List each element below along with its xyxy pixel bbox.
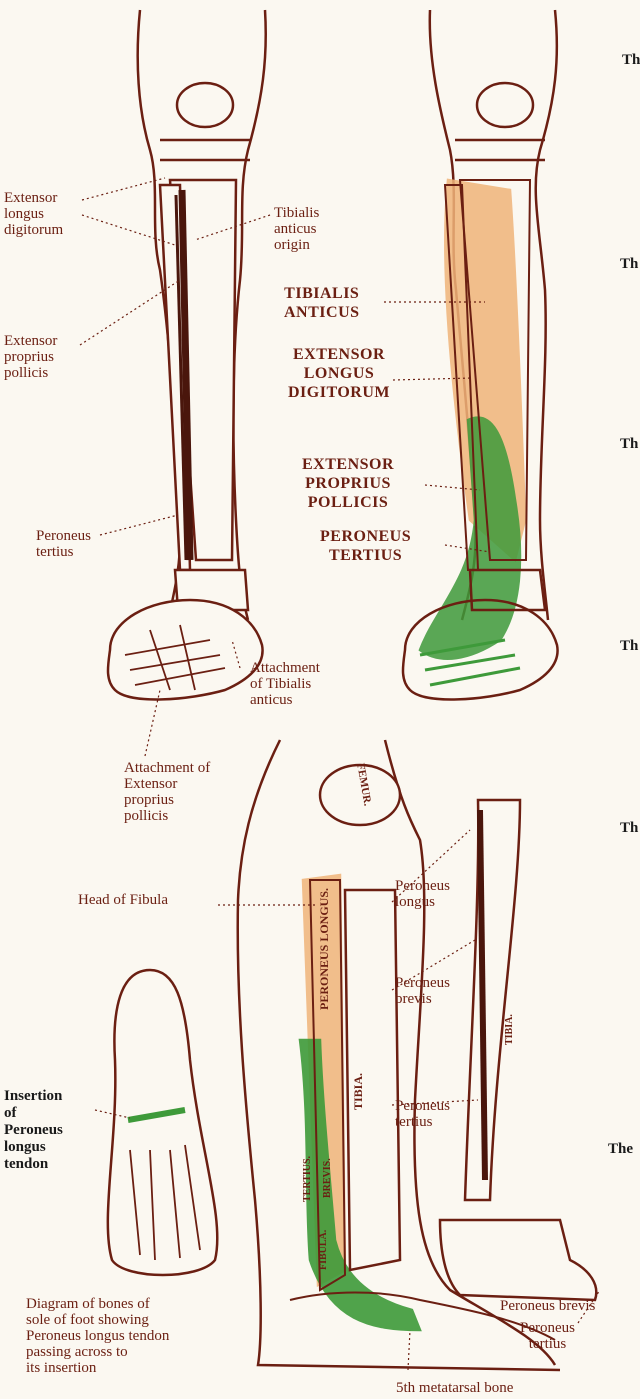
label-tertius-vertical: TERTIUS. <box>300 1156 316 1202</box>
margin-text-5: Th <box>620 820 638 837</box>
label-extensor-longus-digitorum-caps: EXTENSOR LONGUS DIGITORUM <box>288 345 390 402</box>
label-tibialis-anticus-caps: TIBIALIS ANTICUS <box>284 284 360 322</box>
margin-text-6: The <box>608 1141 633 1158</box>
label-peroneus-brevis: Peroneus brevis <box>395 975 450 1007</box>
label-extensor-longus-digitorum: Extensor longus digitorum <box>4 190 63 238</box>
margin-text-3: Th <box>620 436 638 453</box>
label-peroneus-brevis-bottom: Peroneus brevis <box>500 1298 595 1314</box>
label-attachment-extensor-proprius: Attachment of Extensor proprius pollicis <box>124 760 210 824</box>
leg-posterior-view <box>440 800 596 1300</box>
margin-text-2: Th <box>620 256 638 273</box>
margin-text-1: Th <box>622 52 640 69</box>
diagram-caption: Diagram of bones of sole of foot showing… <box>26 1296 169 1376</box>
label-head-of-fibula: Head of Fibula <box>78 892 168 908</box>
label-extensor-proprius-pollicis-caps: EXTENSOR PROPRIUS POLLICIS <box>302 455 394 512</box>
label-insertion-peroneus-longus: Insertion of Peroneus longus tendon <box>4 1088 63 1173</box>
margin-text-4: Th <box>620 638 638 655</box>
label-peroneus-tertius-caps: PERONEUS TERTIUS <box>320 527 411 565</box>
label-tibia-middle: TIBIA. <box>350 1073 366 1110</box>
label-brevis-vertical: BREVIS. <box>320 1158 336 1198</box>
label-tibialis-anticus-origin: Tibialis anticus origin <box>274 205 319 253</box>
label-peroneus-tertius: Peroneus tertius <box>36 528 91 560</box>
label-tibia-right: TIBIA. <box>502 1014 518 1045</box>
label-extensor-proprius-pollicis: Extensor proprius pollicis <box>4 333 57 381</box>
label-fifth-metatarsal: 5th metatarsal bone <box>396 1380 513 1396</box>
label-peroneus-longus: Peroneus longus <box>395 878 450 910</box>
right-leg-front-view <box>403 10 558 699</box>
label-attachment-tibialis-anticus: Attachment of Tibialis anticus <box>250 660 320 708</box>
foot-sole-diagram <box>108 970 217 1275</box>
left-leg-front-view <box>108 10 266 699</box>
label-peroneus-tertius-right: Peroneus tertius <box>395 1098 450 1130</box>
label-peroneus-tertius-bottom: Peroneus tertius <box>520 1320 575 1352</box>
label-fibula-vertical: FIBULA. <box>316 1230 332 1270</box>
label-peroneus-longus-vertical: PERONEUS LONGUS. <box>316 888 332 1010</box>
